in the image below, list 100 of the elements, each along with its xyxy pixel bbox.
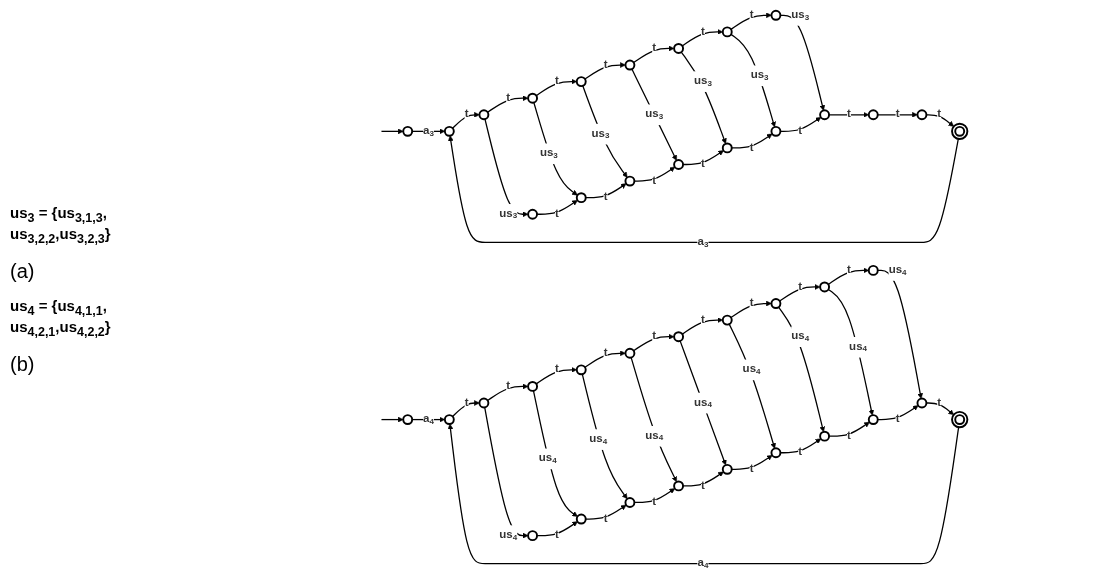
edge-label: us$_{4}$: [589, 431, 608, 446]
arrow: [779, 117, 822, 132]
node-circle: [575, 513, 587, 525]
node-circle: [819, 430, 831, 442]
arrow: [582, 85, 628, 178]
edge-label: t: [798, 279, 803, 293]
arrow: [731, 455, 773, 470]
edge-label: us$_{4}$: [888, 262, 907, 277]
arrow: [533, 101, 578, 196]
arrow: [827, 267, 870, 286]
arrow: [682, 150, 724, 166]
arrow: [731, 133, 773, 149]
arrow: [877, 111, 918, 118]
node-circle: [721, 142, 733, 154]
arrow: [828, 111, 870, 118]
node-circle: [443, 125, 455, 137]
edge-label: us$_{4}$: [499, 528, 518, 542]
edge-label: t: [701, 478, 705, 492]
node-circle: [527, 530, 538, 542]
node-circle: [819, 281, 831, 293]
edge-label: t: [798, 123, 803, 137]
arrow: [777, 306, 826, 433]
arrow: [584, 350, 626, 368]
arrow: [486, 95, 529, 113]
node-circle: [624, 175, 636, 187]
edge-label: t: [506, 378, 511, 392]
arrow: [925, 114, 954, 127]
arrow: [486, 383, 529, 402]
arrow: [581, 373, 628, 500]
edge-label: t: [895, 411, 900, 425]
node-circle: [478, 397, 490, 409]
arrow: [585, 183, 627, 199]
node-circle: [721, 314, 733, 326]
edge-label: t: [749, 7, 754, 21]
subfigure-label: (a): [10, 259, 36, 283]
edge-label: a$_{4}$: [423, 411, 434, 426]
arrow: [447, 423, 960, 565]
edge-label: t: [847, 428, 851, 442]
arrow: [535, 78, 577, 97]
node-circle: [673, 331, 685, 343]
node-circle: [575, 364, 587, 376]
arrow: [630, 356, 677, 483]
node-circle: [527, 208, 538, 220]
edge-label: a$_{3}$: [697, 234, 709, 249]
node-circle: [867, 414, 879, 425]
node-circle: [673, 480, 685, 492]
arrow: [877, 405, 919, 421]
node-circle: [575, 76, 587, 88]
edge-label: a$_{3}$: [423, 123, 434, 138]
edge-label: t: [701, 156, 705, 170]
arrow: [633, 488, 676, 504]
arrow: [728, 323, 776, 449]
arrow: [779, 284, 821, 302]
edge-label: t: [749, 140, 754, 154]
arrow: [679, 340, 727, 466]
edge-label: t: [603, 190, 608, 203]
arrow: [584, 62, 626, 80]
arrow: [680, 51, 727, 144]
arrow: [484, 118, 529, 218]
edge-label: t: [749, 295, 754, 309]
arrow: [484, 406, 529, 539]
edge-label: t: [506, 90, 511, 104]
edge-label: t: [937, 395, 942, 409]
arrow: [633, 333, 675, 352]
edge-label: t: [603, 57, 608, 71]
edge-label: us$_{4}$: [645, 428, 664, 443]
node-circle: [819, 109, 831, 121]
edge-label: us$_{3}$: [645, 107, 664, 121]
edge-label: t: [554, 362, 559, 376]
edge-label: t: [464, 395, 469, 409]
edge-label: us$_{3}$: [750, 68, 769, 82]
edge-label: t: [937, 107, 942, 120]
node-circle: [478, 109, 490, 121]
node-circle: [624, 59, 636, 71]
node-circle: [770, 447, 782, 459]
node-circle: [916, 109, 928, 121]
edge-label: t: [847, 107, 851, 120]
arrow: [877, 269, 923, 399]
edge-label: us$_{3}$: [791, 7, 810, 22]
node-circle: [443, 414, 455, 425]
edge-label: us$_{4}$: [791, 329, 810, 343]
edge-label: t: [652, 173, 657, 187]
arrow: [585, 504, 627, 520]
edge-label: t: [464, 107, 469, 120]
arrow: [682, 471, 724, 487]
node-circle: [770, 298, 782, 309]
arrow: [827, 288, 875, 416]
edge-label: t: [603, 345, 608, 359]
arrow: [380, 128, 404, 135]
arrow: [681, 29, 724, 47]
arrow: [925, 402, 954, 415]
node-circle: [916, 397, 928, 409]
node-circle: [402, 414, 414, 425]
edge-label: us$_{3}$: [539, 146, 558, 160]
edge-label: us$_{4}$: [849, 339, 868, 354]
arrow: [536, 199, 578, 215]
edge-label: t: [847, 262, 851, 276]
arrow: [535, 367, 577, 385]
arrow: [633, 45, 675, 64]
arrow: [779, 438, 822, 454]
